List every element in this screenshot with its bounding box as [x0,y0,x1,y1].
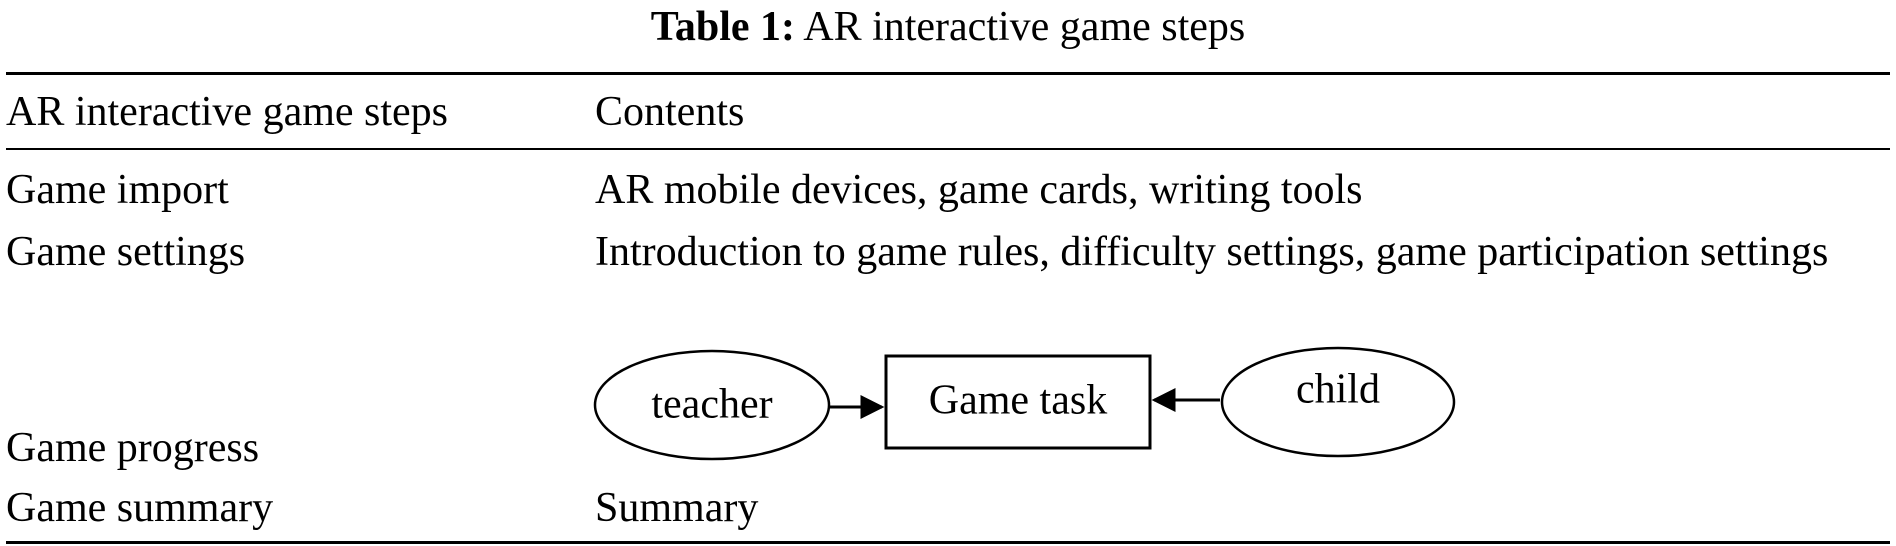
header-rule [6,148,1890,150]
caption-label: Table 1: [650,4,796,50]
teacher-label: teacher [651,382,772,428]
child-label: child [1296,367,1380,413]
row-step-game-summary: Game summary [6,485,274,531]
game-progress-diagram: teacher Game task child [593,346,1456,461]
top-rule [6,72,1890,75]
table-caption: Table 1: AR interactive game steps [0,2,1896,52]
header-contents: Contents [595,89,745,135]
row-contents-game-summary: Summary [595,485,759,531]
row-step-game-import: Game import [6,167,229,213]
game-task-node [884,354,1152,450]
row-contents-game-settings: Introduction to game rules, difficulty s… [595,229,1829,275]
game-task-label: Game task [929,378,1107,424]
teacher-node [593,349,831,461]
bottom-rule [6,541,1890,544]
row-step-game-settings: Game settings [6,229,246,275]
header-step: AR interactive game steps [6,89,449,135]
row-step-game-progress: Game progress [6,425,260,471]
caption-title: AR interactive game steps [803,4,1246,50]
row-contents-game-import: AR mobile devices, game cards, writing t… [595,167,1363,213]
child-node [1220,346,1456,458]
